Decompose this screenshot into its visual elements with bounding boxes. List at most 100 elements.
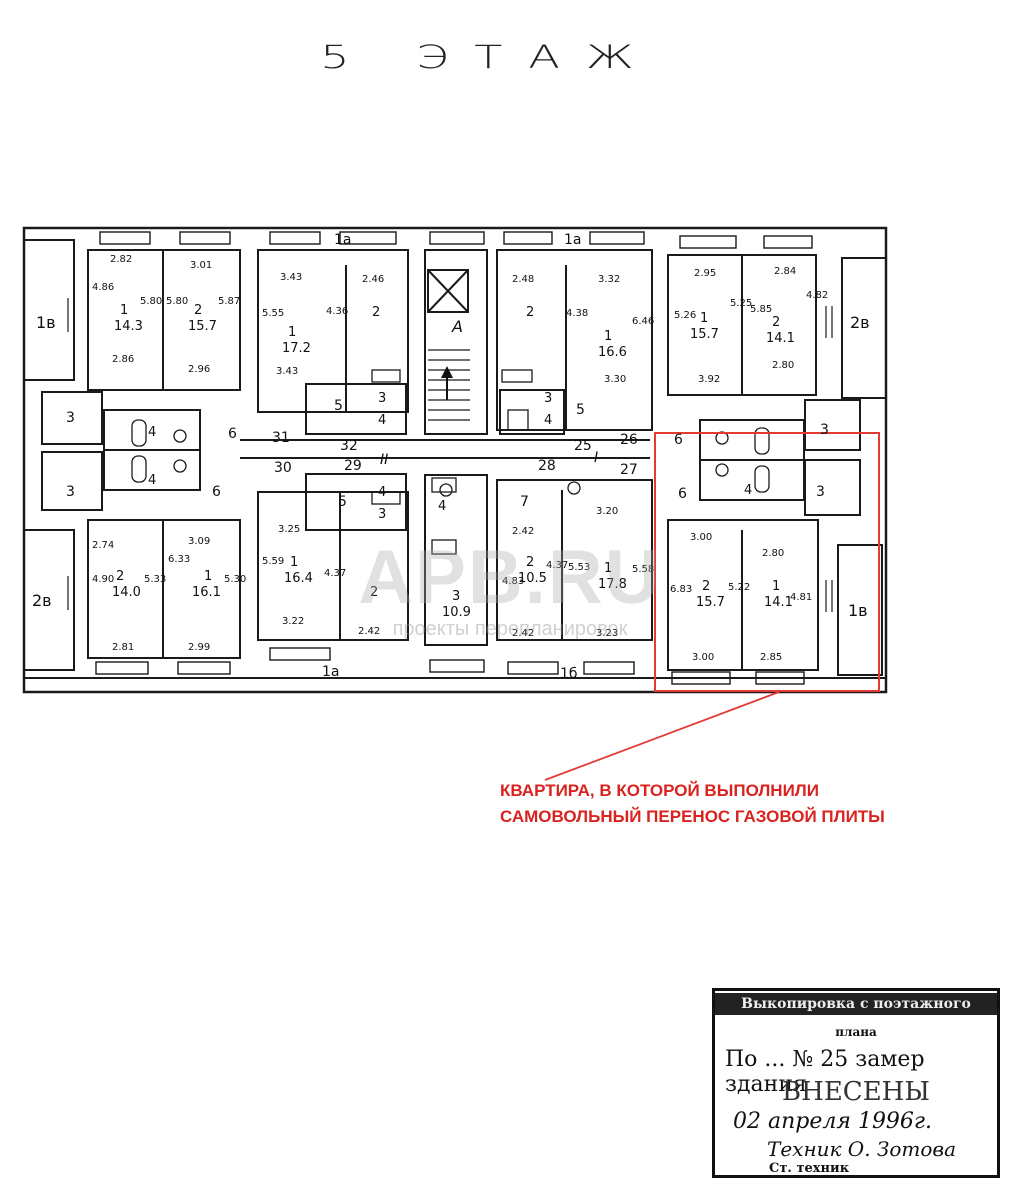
dimension: 5.53 <box>568 562 590 573</box>
room-label: 4 <box>744 483 752 498</box>
dimension: 3.92 <box>698 374 720 385</box>
dimension: 3.01 <box>190 260 212 271</box>
dimension: 3.22 <box>282 616 304 627</box>
annotation-line-1: КВАРТИРА, В КОТОРОЙ ВЫПОЛНИЛИ <box>500 781 819 800</box>
stamp-line-4: ВНЕСЕНЫ <box>782 1077 930 1107</box>
room-label: 7 <box>520 494 529 510</box>
room-label: 3 <box>452 589 460 604</box>
dimension: 3.32 <box>598 274 620 285</box>
room-label: 28 <box>538 458 556 474</box>
stamp-line-7: Ст. техник <box>769 1161 850 1176</box>
room-label: 2 <box>372 305 380 320</box>
dimension: 6.83 <box>670 584 692 595</box>
room-label: 2 <box>116 569 124 584</box>
room-label: 1б <box>560 666 578 682</box>
dimension: 4.36 <box>326 306 348 317</box>
room-label: 2 <box>194 303 202 318</box>
room-label: 4 <box>148 425 156 440</box>
floor-title: 5 ЭТАЖ <box>320 38 660 76</box>
dimension: 2.80 <box>772 360 794 371</box>
dimension: 5.26 <box>674 310 696 321</box>
room-label: 1 <box>120 303 128 318</box>
room-label: 3 <box>544 391 552 406</box>
dimension: 3.23 <box>596 628 618 639</box>
dimension: 2.46 <box>362 274 384 285</box>
dimension: 5.25 <box>730 298 752 309</box>
room-area: 15.7 <box>696 595 725 610</box>
room-label: 4 <box>544 413 552 428</box>
dimension: 5.80 <box>166 296 188 307</box>
dimension: 2.84 <box>774 266 796 277</box>
stamp-line-6: Техник О. Зотова <box>767 1137 956 1161</box>
dimension: 3.25 <box>278 524 300 535</box>
dimension: 2.42 <box>358 626 380 637</box>
room-label: I <box>594 450 598 466</box>
dimension: 3.20 <box>596 506 618 517</box>
dimension: 5.58 <box>632 564 654 575</box>
room-area: 15.7 <box>690 327 719 342</box>
room-label: 32 <box>340 438 358 454</box>
room-label: 1 <box>604 329 612 344</box>
dimension: 4.82 <box>806 290 828 301</box>
room-label: 2в <box>32 591 52 610</box>
room-label: 30 <box>274 460 292 476</box>
dimension: 2.86 <box>112 354 134 365</box>
dimension: 2.42 <box>512 628 534 639</box>
room-area: 16.1 <box>192 585 221 600</box>
room-label: 1а <box>322 664 340 680</box>
dimension: 5.33 <box>144 574 166 585</box>
dimension: 4.81 <box>790 592 812 603</box>
room-label: 4 <box>378 413 386 428</box>
dimension: 2.96 <box>188 364 210 375</box>
room-label: 2 <box>702 579 710 594</box>
room-label: 5 <box>334 398 343 414</box>
dimension: 5.55 <box>262 308 284 319</box>
leader-line <box>544 691 780 781</box>
room-label: 1 <box>204 569 212 584</box>
dimension: 6.46 <box>632 316 654 327</box>
dimension: 2.80 <box>762 548 784 559</box>
room-label: 3 <box>378 507 386 522</box>
dimension: 3.43 <box>280 272 302 283</box>
room-label: 3 <box>378 391 386 406</box>
dimension: 4.83 <box>502 576 524 587</box>
dimension: 4.86 <box>92 282 114 293</box>
room-area: 15.7 <box>188 319 217 334</box>
room-label: 26 <box>620 432 638 448</box>
room-label: 3 <box>66 410 75 426</box>
room-area: 17.2 <box>282 341 311 356</box>
room-label: 27 <box>620 462 638 478</box>
dimension: 2.74 <box>92 540 114 551</box>
room-label: 1 <box>290 555 298 570</box>
room-label: 5 <box>338 494 347 510</box>
room-label: 31 <box>272 430 290 446</box>
room-area: 14.1 <box>766 331 795 346</box>
room-label: 3 <box>816 484 825 500</box>
room-area: 10.9 <box>442 605 471 620</box>
room-label: 2в <box>850 313 870 332</box>
room-label: 6 <box>228 426 237 442</box>
annotation: КВАРТИРА, В КОТОРОЙ ВЫПОЛНИЛИ САМОВОЛЬНЫ… <box>500 778 970 830</box>
room-label: 5 <box>576 402 585 418</box>
dimension: 5.22 <box>728 582 750 593</box>
room-label: 29 <box>344 458 362 474</box>
dimension-labels: 2.82 3.01 4.86 5.80 5.80 5.87 2.86 2.96 … <box>92 254 828 663</box>
stamp-line-5: 02 апреля 1996г. <box>733 1109 933 1134</box>
room-label: 3 <box>66 484 75 500</box>
stair-label: А <box>451 317 463 336</box>
annotation-line-2: САМОВОЛЬНЫЙ ПЕРЕНОС ГАЗОВОЙ ПЛИТЫ <box>500 807 885 826</box>
room-label: 25 <box>574 438 592 454</box>
dimension: 4.90 <box>92 574 114 585</box>
dimension: 3.43 <box>276 366 298 377</box>
dimension: 5.87 <box>218 296 240 307</box>
dimension: 2.85 <box>760 652 782 663</box>
room-label: 1 <box>700 311 708 326</box>
room-area: 14.3 <box>114 319 143 334</box>
dimension: 3.00 <box>690 532 712 543</box>
room-label: II <box>380 452 388 468</box>
dimension: 2.48 <box>512 274 534 285</box>
dimension: 4.37 <box>324 568 346 579</box>
dimension: 4.37 <box>546 560 568 571</box>
room-label: 1в <box>36 313 56 332</box>
dimension: 5.85 <box>750 304 772 315</box>
